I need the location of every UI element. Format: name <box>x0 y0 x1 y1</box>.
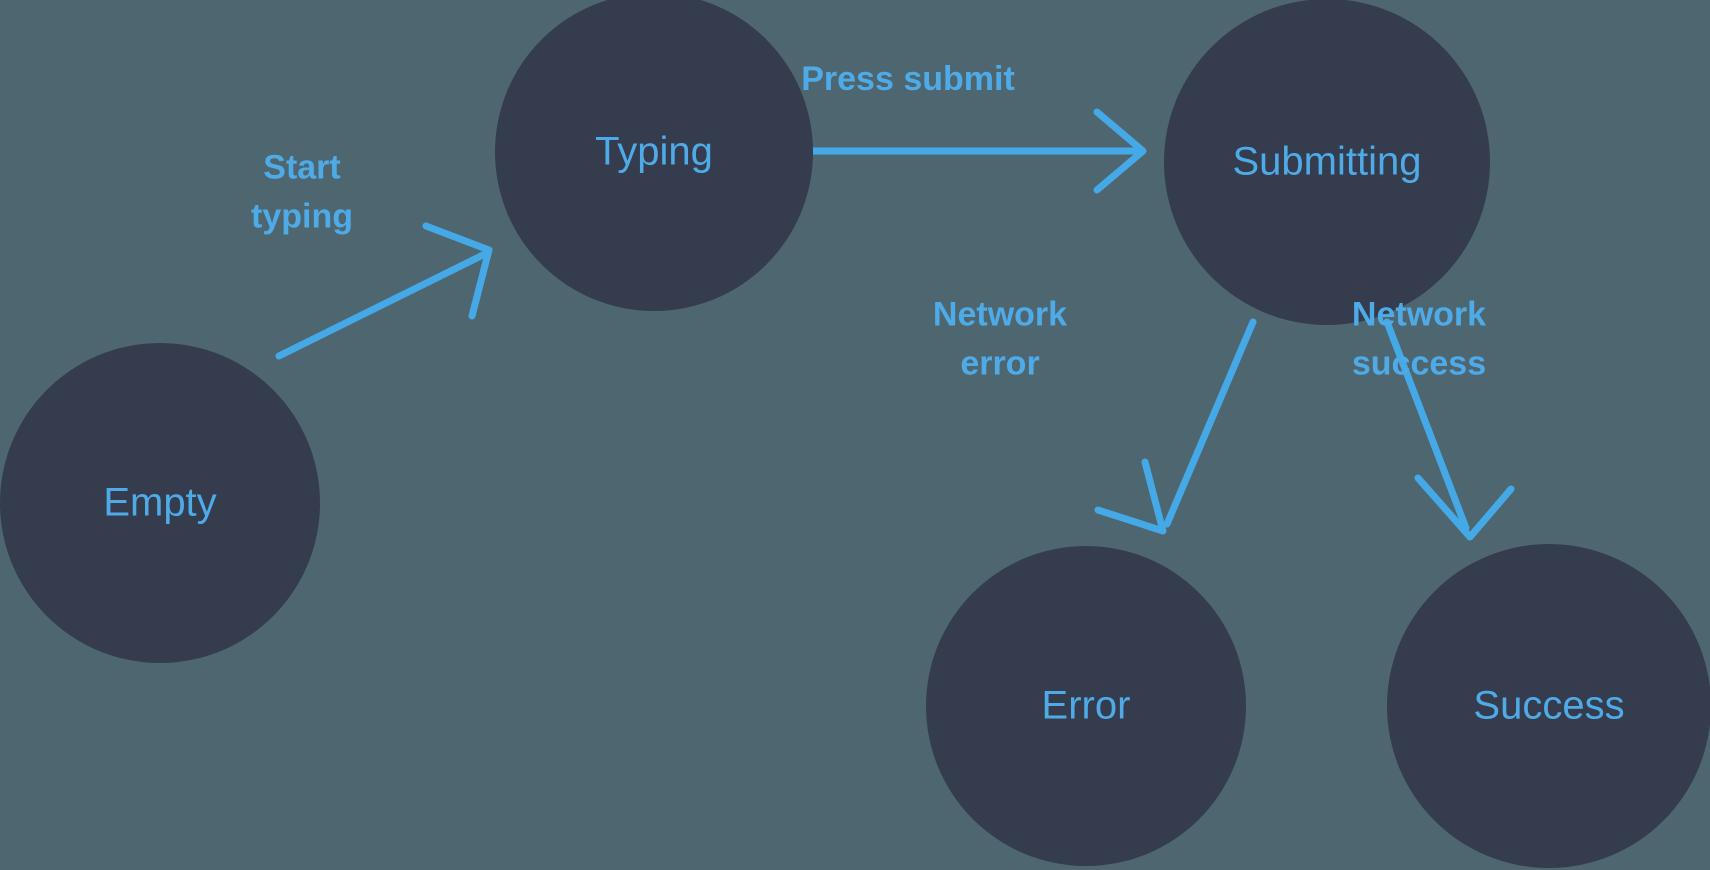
transition-label-line: error <box>960 344 1039 382</box>
arrowhead-icon-empty-to-typing <box>422 222 493 320</box>
arrowhead-icon-submitting-to-success <box>1414 474 1515 541</box>
state-node-error[interactable]: Error <box>926 546 1246 866</box>
state-node-typing[interactable]: Typing <box>495 0 813 311</box>
state-label-error: Error <box>1042 684 1131 728</box>
arrowhead-icon-submitting-to-error <box>1094 458 1167 535</box>
transition-label-submitting-to-success: Network success <box>1352 295 1486 382</box>
transition-label-submitting-to-error: Network error <box>933 295 1067 382</box>
state-label-typing: Typing <box>595 130 713 174</box>
state-node-submitting[interactable]: Submitting <box>1164 0 1490 325</box>
state-circle-success[interactable] <box>1387 544 1710 868</box>
transition-line-submitting-to-error <box>1163 318 1257 528</box>
edges-layer <box>275 108 1515 541</box>
transition-empty-to-typing <box>275 222 493 360</box>
state-node-success[interactable]: Success <box>1387 544 1710 868</box>
state-circle-empty[interactable] <box>0 343 320 663</box>
transition-label-line: Start <box>263 148 340 186</box>
transition-line-empty-to-typing <box>275 249 491 360</box>
state-label-empty: Empty <box>103 481 216 525</box>
transition-label-line: success <box>1352 344 1486 382</box>
transition-label-empty-to-typing: Start typing <box>251 148 353 235</box>
state-label-submitting: Submitting <box>1233 140 1422 184</box>
transition-submitting-to-success <box>1383 318 1515 541</box>
transition-submitting-to-error <box>1094 318 1257 535</box>
state-circle-typing[interactable] <box>495 0 813 311</box>
transition-label-line: Network <box>933 295 1067 333</box>
transition-line-submitting-to-success <box>1383 318 1470 532</box>
transition-label-typing-to-submitting: Press submit <box>801 60 1015 98</box>
state-label-success: Success <box>1473 684 1624 728</box>
arrowhead-icon-typing-to-submitting <box>1093 108 1147 194</box>
transition-label-line: Press submit <box>801 60 1015 98</box>
transition-label-line: Network <box>1352 295 1486 333</box>
transition-typing-to-submitting <box>762 108 1147 194</box>
state-circle-submitting[interactable] <box>1164 0 1490 325</box>
transition-label-line: typing <box>251 197 353 235</box>
state-node-empty[interactable]: Empty <box>0 343 320 663</box>
state-circle-error[interactable] <box>926 546 1246 866</box>
